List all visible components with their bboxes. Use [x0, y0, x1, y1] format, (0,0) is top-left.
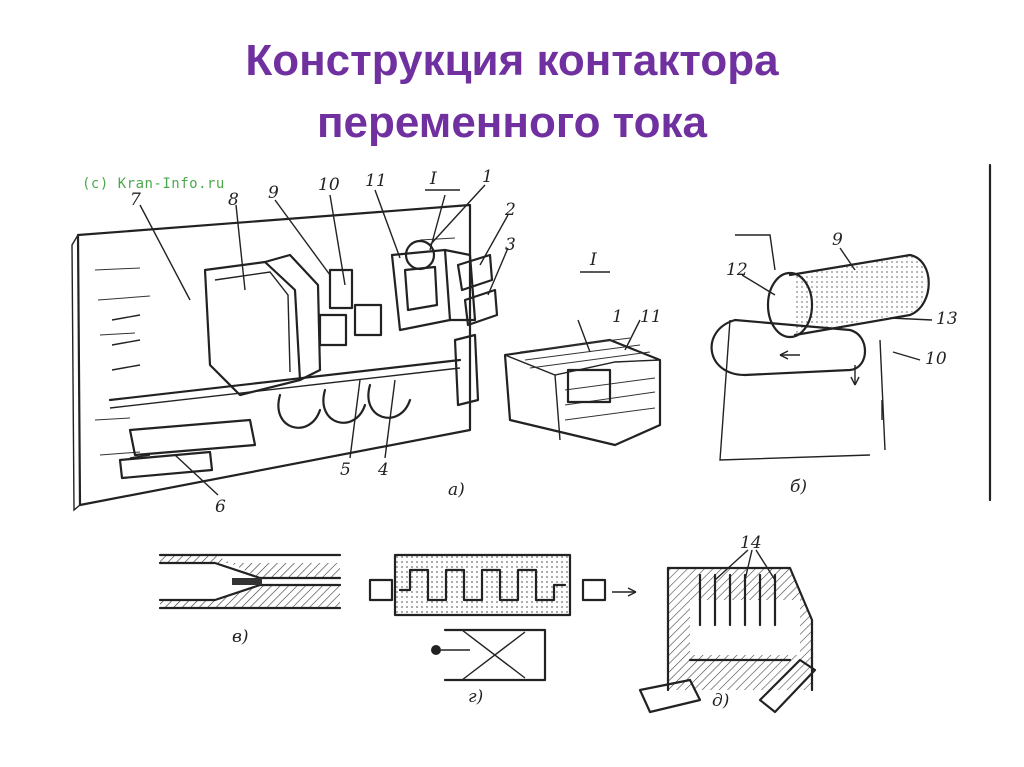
- callout-b-9: 9: [832, 230, 843, 250]
- callout-2: 2: [504, 200, 516, 220]
- sublabel-v: в): [232, 627, 249, 647]
- callout-9: 9: [268, 183, 279, 203]
- callout-11: 11: [365, 171, 387, 191]
- callout-4: 4: [377, 460, 389, 480]
- callout-b-12: 12: [726, 260, 748, 280]
- callout-5: 5: [340, 460, 351, 480]
- callout-6: 6: [215, 497, 226, 517]
- part-d-grid-chamber: 14 д): [638, 533, 817, 714]
- callout-8: 8: [228, 190, 239, 210]
- detail-callout-1: 1: [612, 307, 623, 327]
- detail-callout-11: 11: [640, 307, 662, 327]
- detail-i-core: I 1 11: [503, 250, 662, 447]
- part-b-arc-blowout: 9 12 13 10 б): [710, 163, 992, 502]
- sublabel-g: г): [468, 687, 483, 707]
- callout-1: 1: [482, 167, 493, 187]
- contactor-diagram: 7 8 9 10 11 I 1 2 3 6 5 4 а) I 1 11: [71, 163, 992, 714]
- sublabel-b: б): [790, 477, 807, 497]
- detail-label-I: I: [589, 250, 597, 270]
- sublabel-a: а): [448, 480, 465, 500]
- slide-title: Конструкция контактора переменного тока: [0, 30, 1024, 154]
- title-line-2: переменного тока: [316, 98, 708, 147]
- part-g-labyrinth: г): [368, 553, 637, 707]
- callout-I: I: [429, 169, 437, 189]
- watermark: (c) Kran-Info.ru: [82, 176, 225, 192]
- callout-10: 10: [318, 175, 340, 195]
- part-a-contactor: 7 8 9 10 11 I 1 2 3 6 5 4 а): [71, 167, 516, 517]
- part-v-slot-chamber: в): [158, 553, 342, 647]
- callout-b-10: 10: [925, 349, 947, 369]
- title-line-1: Конструкция контактора: [245, 36, 779, 85]
- callout-b-13: 13: [936, 309, 958, 329]
- callout-d-14: 14: [740, 533, 762, 553]
- callout-7: 7: [130, 190, 141, 210]
- sublabel-d: д): [712, 691, 729, 711]
- callout-3: 3: [505, 235, 516, 255]
